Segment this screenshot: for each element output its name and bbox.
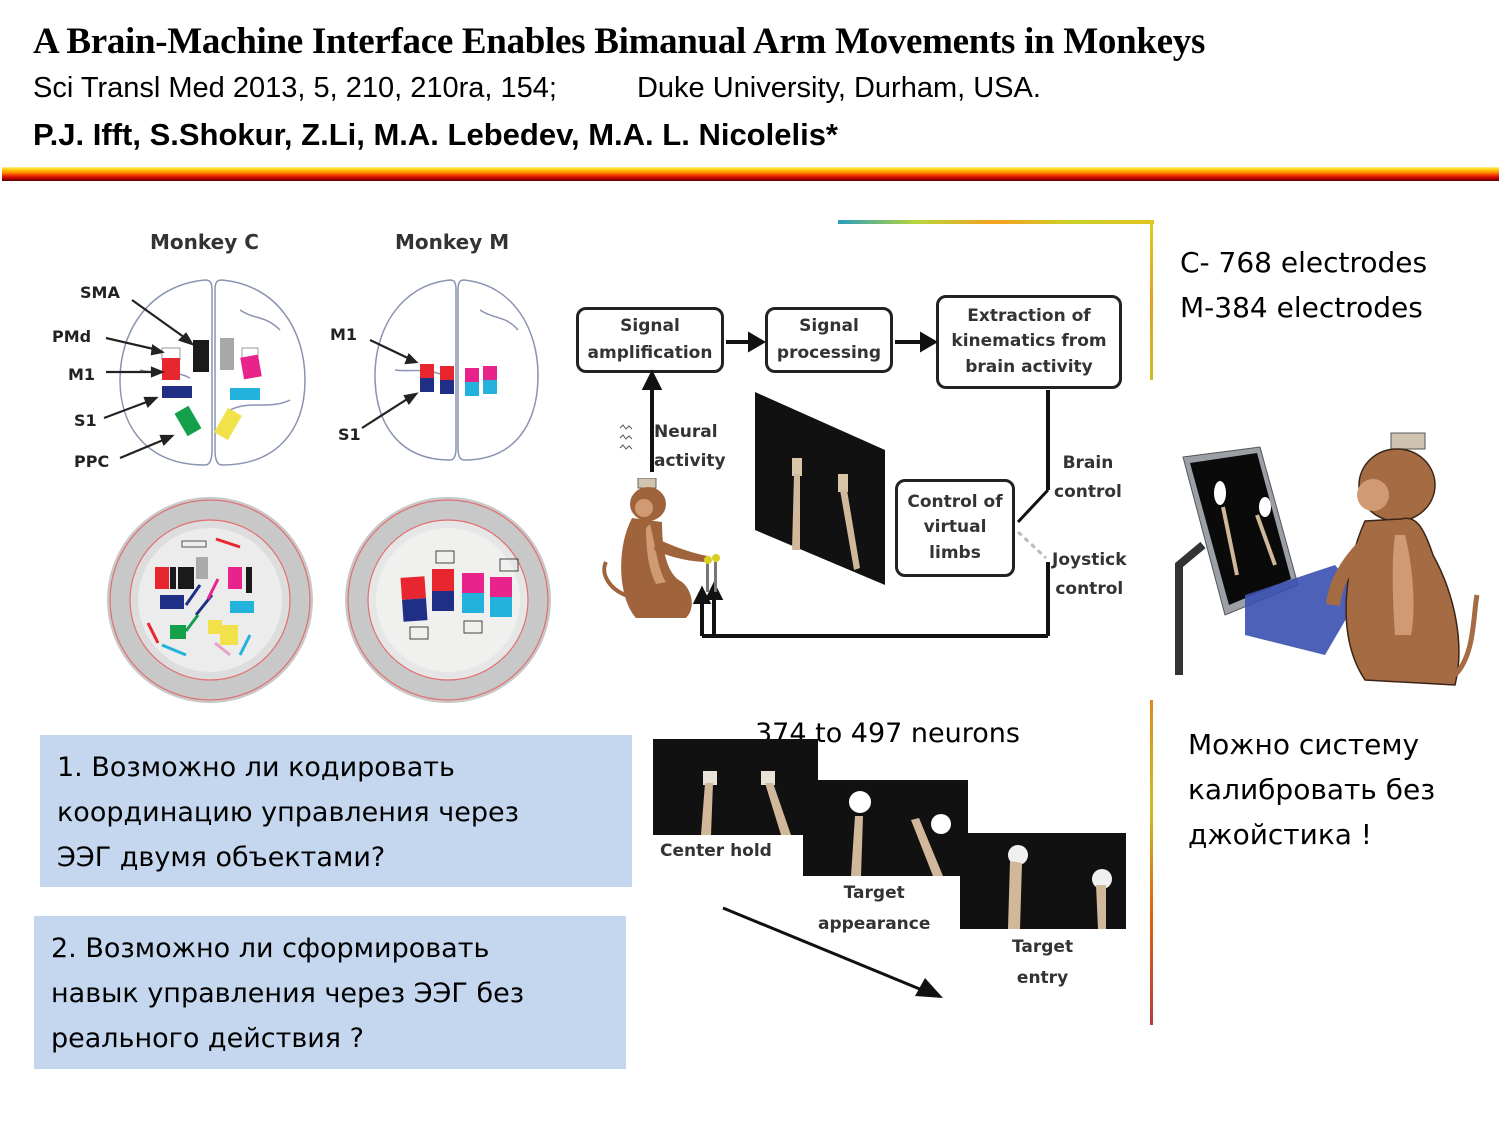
array-m1-left <box>162 358 180 380</box>
array-s1-m-3 <box>465 382 479 396</box>
array-s1-m-4 <box>483 380 497 394</box>
figure-right-edge-top <box>1150 220 1153 380</box>
header-divider <box>2 167 1499 181</box>
calibration-line-1: Можно систему <box>1188 728 1420 761</box>
monkey-m-brain <box>374 279 539 461</box>
label-s1-c: S1 <box>74 411 97 430</box>
array-ppc-left <box>174 405 202 437</box>
question-2-line-1: 2. Возможно ли сформировать <box>51 933 490 964</box>
label-m1-m: M1 <box>330 325 358 344</box>
array-sma-left <box>193 340 209 372</box>
question-2-line-2: навык управления через ЭЭГ без <box>51 978 525 1009</box>
array-s1-right <box>230 388 260 400</box>
label-ppc: PPC <box>74 452 110 471</box>
center-hold-arms <box>701 771 791 835</box>
array-s1-m-1 <box>420 378 434 392</box>
calibration-note: Можно систему калибровать без джойстика … <box>1188 722 1435 857</box>
array-s1-m-2 <box>440 380 454 394</box>
question-2-line-3: реального действия ? <box>51 1023 364 1054</box>
label-sma: SMA <box>80 283 120 302</box>
virtual-arms-screen <box>755 392 885 585</box>
figure-top-edge <box>838 220 1154 224</box>
array-ppc-right <box>214 407 242 441</box>
target-appearance-arms <box>849 791 951 876</box>
implant-monkey-c <box>107 497 313 703</box>
question-box-2: 2. Возможно ли сформировать навык управл… <box>34 916 626 1069</box>
monkey-c-title: Monkey C <box>150 230 259 254</box>
calibration-line-3: джойстика ! <box>1188 818 1373 851</box>
affiliation: Duke University, Durham, USA. <box>636 72 1041 104</box>
electrode-counts: C- 768 electrodes M-384 electrodes <box>1180 240 1427 330</box>
label-m1-c: M1 <box>68 365 96 384</box>
authors: P.J. Ifft, S.Shokur, Z.Li, M.A. Lebedev,… <box>33 117 839 152</box>
slide-title: A Brain-Machine Interface Enables Bimanu… <box>33 21 1206 62</box>
array-m1-m-2 <box>440 366 454 380</box>
implant-monkey-m <box>345 497 551 703</box>
monkey-joystick-illustration <box>602 478 720 618</box>
question-1-line-3: ЭЭГ двумя объектами? <box>57 842 386 873</box>
time-arrow <box>722 906 943 998</box>
target-entry-arms <box>1008 845 1112 929</box>
question-1-line-1: 1. Возможно ли кодировать <box>57 752 455 783</box>
label-center-hold: Center hold <box>660 841 772 861</box>
monkey-m-title: Monkey M <box>395 230 510 254</box>
calibration-line-2: калибровать без <box>1188 773 1436 806</box>
question-1-line-2: координацию управления через <box>57 797 519 828</box>
switch-brain-control <box>1016 488 1050 524</box>
electrodes-monkey-m: M-384 electrodes <box>1180 291 1423 324</box>
monkey-computer-illustration <box>1175 432 1480 686</box>
array-m1-m-3 <box>465 368 479 382</box>
figure-right-edge-bottom <box>1150 700 1153 1025</box>
array-m1-m-4 <box>483 366 497 380</box>
array-m1-right <box>240 354 262 380</box>
switch-joystick-dashed <box>1016 530 1048 560</box>
label-s1-m: S1 <box>338 425 361 444</box>
panel-target-entry <box>960 833 1126 929</box>
question-box-1: 1. Возможно ли кодировать координацию уп… <box>40 735 632 887</box>
implant-photos <box>107 497 551 703</box>
panel-target-appearance <box>803 780 968 876</box>
neural-spikes-icon <box>619 424 633 450</box>
journal-citation: Sci Transl Med 2013, 5, 210, 210ra, 154; <box>33 72 557 104</box>
array-sma-right <box>220 338 234 370</box>
brain-diagrams <box>103 279 539 466</box>
citation-line: Sci Transl Med 2013, 5, 210, 210ra, 154;… <box>33 72 1041 105</box>
panel-center-hold <box>653 739 818 835</box>
label-pmd: PMd <box>52 327 92 346</box>
electrodes-monkey-c: C- 768 electrodes <box>1180 246 1428 279</box>
array-s1-left <box>162 386 192 398</box>
array-m1-m-1 <box>420 364 434 378</box>
